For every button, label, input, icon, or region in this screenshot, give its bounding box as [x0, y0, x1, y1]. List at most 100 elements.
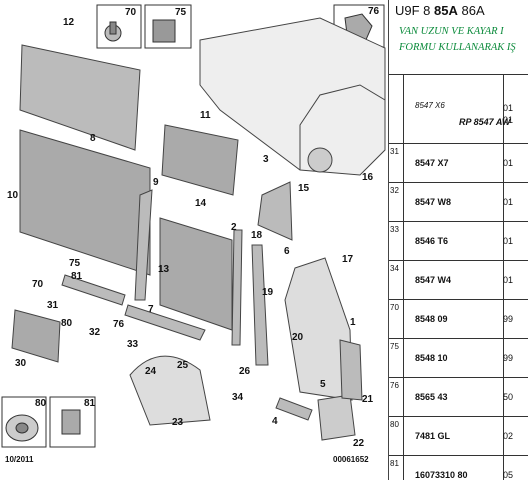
- part-number: 7481 GL: [415, 431, 451, 441]
- callout-75: 75: [69, 258, 81, 269]
- box-label-81: 81: [84, 398, 96, 409]
- callout-26: 26: [239, 366, 251, 377]
- parts-list-panel: U9F 8 85A 86A VAN UZUN VE KAYAR I FORMU …: [388, 0, 528, 480]
- callout-7: 7: [148, 304, 154, 315]
- row-number: 75: [390, 342, 399, 351]
- row-qty: 05: [503, 470, 514, 480]
- row-number: 81: [390, 459, 399, 468]
- callout-31: 31: [47, 300, 59, 311]
- callout-19: 19: [262, 287, 274, 298]
- pillar-21: [339, 339, 363, 401]
- callout-labels: 12 8 10 9 11 14 2 18 3 15 16 17 6 19 20 …: [7, 17, 374, 449]
- panel-8: [19, 129, 151, 276]
- callout-10: 10: [7, 190, 19, 201]
- callout-13: 13: [158, 264, 170, 275]
- row-qty: 01: [503, 275, 514, 285]
- row-qty: 01: [503, 158, 514, 168]
- title-line-1: VAN UZUN VE KAYAR I: [399, 26, 504, 37]
- table-row: 81 16073310 80 05: [389, 456, 528, 480]
- row-number: 33: [390, 225, 399, 234]
- table-row: 70 8548 09 99: [389, 300, 528, 339]
- table-row: 8547 X6 RP 8547 AW 01 01: [389, 75, 528, 144]
- box-label-75: 75: [175, 7, 187, 18]
- model-reference: U9F 8 85A 86A: [395, 3, 485, 18]
- sill-32: [61, 274, 126, 306]
- fastener-box-81: 81: [49, 396, 96, 448]
- panel-30: [11, 309, 61, 363]
- callout-5: 5: [320, 379, 326, 390]
- panel-11: [161, 124, 239, 196]
- callout-21: 21: [362, 394, 374, 405]
- callout-33: 33: [127, 339, 139, 350]
- callout-8: 8: [90, 133, 96, 144]
- row-number: 80: [390, 420, 399, 429]
- part-number: 8547 W8: [415, 197, 452, 207]
- callout-2: 2: [231, 222, 237, 233]
- table-row: 80 7481 GL 02: [389, 417, 528, 456]
- bracket-4: [275, 397, 313, 421]
- callout-18: 18: [251, 230, 263, 241]
- ref-bold: 85A: [434, 3, 458, 18]
- part-number: 16073310 80: [415, 470, 468, 480]
- box-label-80: 80: [35, 398, 47, 409]
- ref-main: RP 8547 AW: [459, 117, 511, 127]
- pillar-2: [231, 229, 243, 346]
- panel-3: [257, 181, 293, 241]
- row-number: 70: [390, 303, 399, 312]
- panel-12: [19, 44, 141, 151]
- table-row: 34 8547 W4 01: [389, 261, 528, 300]
- row-qty: 02: [503, 431, 514, 441]
- title-line-2: FORMU KULLANARAK IŞ: [399, 42, 516, 53]
- callout-17: 17: [342, 254, 354, 265]
- title-box: VAN UZUN VE KAYAR I FORMU KULLANARAK IŞ: [389, 22, 528, 72]
- parts-drawing: [11, 44, 363, 441]
- parts-table: 8547 X6 RP 8547 AW 01 01 31 8547 X7 01 32 8…: [389, 74, 528, 480]
- sill-33: [124, 304, 206, 341]
- box-label-76: 76: [368, 6, 380, 17]
- part-number: 8547 W4: [415, 275, 452, 285]
- qty-main: 01: [503, 115, 514, 125]
- callout-12: 12: [63, 17, 75, 28]
- callout-15: 15: [298, 183, 310, 194]
- callout-80: 80: [61, 318, 73, 329]
- row-number: 31: [390, 147, 399, 156]
- callout-22: 22: [353, 438, 365, 449]
- panel-22: [317, 394, 356, 441]
- part-number: 8548 09: [415, 314, 448, 324]
- callout-11: 11: [200, 110, 211, 121]
- callout-20: 20: [292, 332, 304, 343]
- part-number: 8546 T6: [415, 236, 449, 246]
- qty-top: 01: [503, 103, 514, 113]
- callout-23: 23: [172, 417, 184, 428]
- callout-81: 81: [71, 271, 83, 282]
- ref-top: 8547 X6: [415, 101, 445, 110]
- callout-76: 76: [113, 319, 125, 330]
- row-qty: 50: [503, 392, 514, 402]
- callout-9: 9: [153, 177, 159, 188]
- callout-4: 4: [272, 416, 278, 427]
- row-number: 34: [390, 264, 399, 273]
- callout-30: 30: [15, 358, 27, 369]
- part-number: 8548 10: [415, 353, 448, 363]
- wheel-arch-23: [129, 355, 211, 426]
- callout-70: 70: [32, 279, 44, 290]
- row-qty: 99: [503, 314, 514, 324]
- row-number: 32: [390, 186, 399, 195]
- ref-prefix: U9F 8: [395, 3, 435, 18]
- fastener-box-70: 70: [96, 4, 142, 49]
- callout-25: 25: [177, 360, 189, 371]
- fastener-box-75: 75: [144, 4, 192, 49]
- part-number: 8565 43: [415, 392, 448, 402]
- table-row: 31 8547 X7 01: [389, 144, 528, 183]
- part-number: 8547 X7: [415, 158, 449, 168]
- ref-suffix: 86A: [457, 3, 485, 18]
- parts-diagram: 70 75 76 80 81: [1, 4, 386, 464]
- callout-3: 3: [263, 154, 269, 165]
- van-illustration: [199, 17, 386, 176]
- callout-34: 34: [232, 392, 244, 403]
- diagram-code: 00061652: [333, 455, 369, 464]
